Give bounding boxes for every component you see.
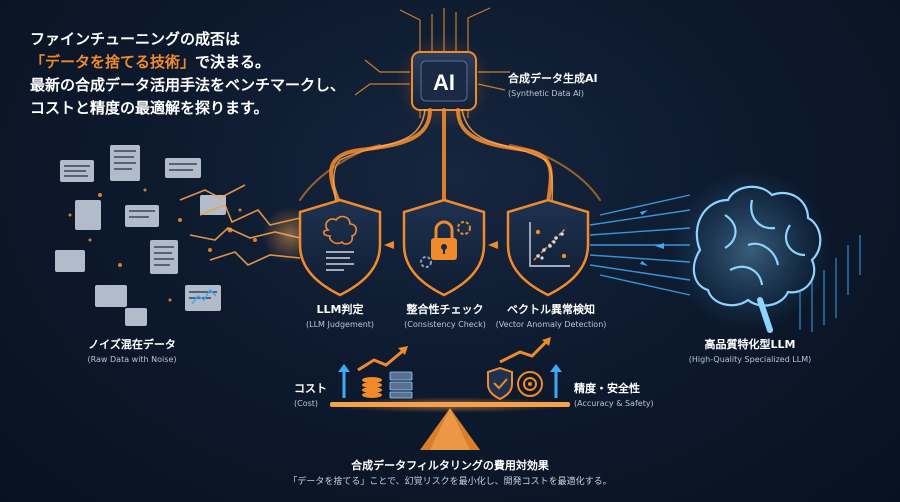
accuracy-icon-group [487,337,562,401]
cost-caption: コスト (Cost) [294,380,327,408]
headline-line2-rest: で決まる。 [195,53,271,71]
filter-shield-consistency [402,198,486,297]
brain-document-icon [322,215,358,271]
synthetic-data-streams [299,108,601,207]
filter-caption-llm: LLM判定 (LLM Judgement) [306,301,374,329]
filter-title: LLM判定 [316,303,364,316]
input-title: ノイズ混在データ [88,338,176,351]
input-caption: ノイズ混在データ (Raw Data with Noise) [88,336,177,364]
filter-subtitle: (LLM Judgement) [305,320,375,329]
output-subtitle: (High-Quality Specialized LLM) [688,355,812,364]
input-subtitle: (Raw Data with Noise) [87,355,177,364]
ai-chip-icon: AI [396,34,492,130]
accuracy-title: 精度・安全性 [574,382,640,395]
raw-data-cluster-icon [55,145,257,326]
padlock-gear-icon [420,220,471,268]
accuracy-caption: 精度・安全性 (Accuracy & Safety) [574,380,654,408]
headline-line3: 最新の合成データ活用手法をベンチマークし、 [30,76,346,94]
headline: ファインチューニングの成否は 「データを捨てる技術」で決まる。 最新の合成データ… [30,28,345,120]
filter-shield-llm [298,198,382,297]
ai-chip-subtitle: (Synthetic Data AI) [508,89,585,98]
cost-accuracy-balance [330,337,570,450]
filter-title: ベクトル異常検知 [507,303,595,316]
headline-line2: 「データを捨てる技術」で決まる。 [30,51,345,74]
output-title: 高品質特化型LLM [704,338,796,351]
filter-subtitle: (Consistency Check) [404,320,486,329]
flow-arrows [384,241,498,249]
cost-subtitle: (Cost) [294,399,319,408]
ai-chip-caption: 合成データ生成AI (Synthetic Data AI) [508,70,598,98]
output-caption: 高品質特化型LLM (High-Quality Specialized LLM) [689,336,812,364]
cost-icon-group [338,346,413,399]
clean-data-arrows [640,210,664,266]
scatter-plot-icon [529,222,570,267]
headline-line4: コストと精度の最適解を探ります。 [30,99,269,117]
ai-chip-title: 合成データ生成AI [508,72,598,85]
filter-caption-vector: ベクトル異常検知 (Vector Anomaly Detection) [496,301,607,329]
filter-subtitle: (Vector Anomaly Detection) [495,320,607,329]
ai-chip-label: AI [433,70,455,95]
footer-subtitle: 「データを捨てる」ことで、幻覚リスクを最小化し、開発コストを最適化する。 [288,477,612,487]
filter-title: 整合性チェック [406,303,484,316]
filter-shield-vector [506,198,590,297]
footer-title: 合成データフィルタリングの費用対効果 [351,459,549,472]
headline-highlight: 「データを捨てる技術」 [30,53,196,71]
brain-llm-icon [670,170,861,333]
headline-line1: ファインチューニングの成否は [30,30,241,48]
accuracy-subtitle: (Accuracy & Safety) [574,399,654,408]
filter-caption-consistency: 整合性チェック (Consistency Check) [404,301,486,329]
cost-title: コスト [294,382,327,395]
